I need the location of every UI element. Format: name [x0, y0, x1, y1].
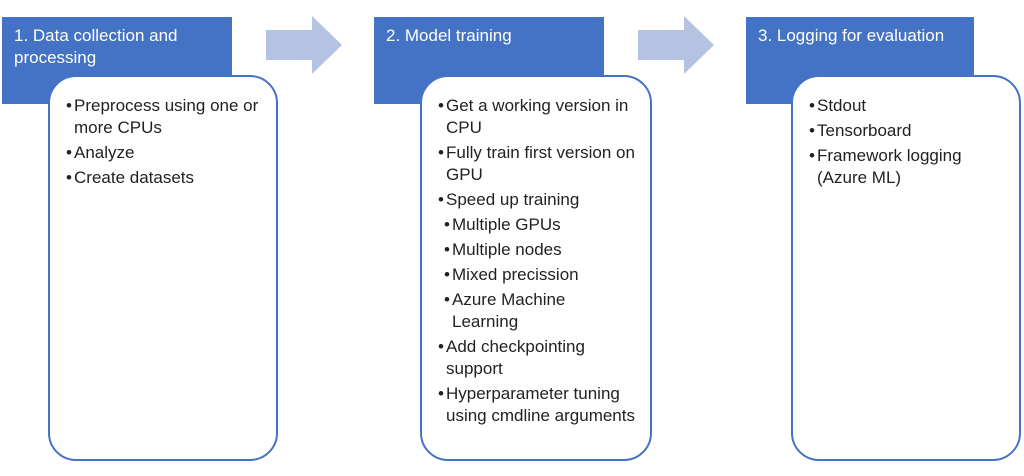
step-2-list: Get a working version in CPUFully train …: [438, 95, 636, 427]
list-item: Speed up training: [438, 189, 636, 211]
step-3-title: 3. Logging for evaluation: [758, 26, 945, 45]
sub-list-item: Mixed precission: [444, 264, 636, 286]
step-1-card: Preprocess using one or more CPUsAnalyze…: [48, 75, 278, 461]
right-arrow-icon: [266, 16, 342, 74]
list-item: Create datasets: [66, 167, 262, 189]
list-item: Stdout: [809, 95, 1005, 117]
step-1-list: Preprocess using one or more CPUsAnalyze…: [66, 95, 262, 189]
list-item: Get a working version in CPU: [438, 95, 636, 139]
list-item: Tensorboard: [809, 120, 1005, 142]
sub-list-item: Multiple GPUs: [444, 214, 636, 236]
list-item: Preprocess using one or more CPUs: [66, 95, 262, 139]
list-item: Hyperparameter tuning using cmdline argu…: [438, 383, 636, 427]
sub-list-item: Multiple nodes: [444, 239, 636, 261]
right-arrow-icon: [638, 16, 714, 74]
step-2-card: Get a working version in CPUFully train …: [420, 75, 652, 461]
list-item: Fully train first version on GPU: [438, 142, 636, 186]
sub-list-item: Azure Machine Learning: [444, 289, 636, 333]
list-item: Framework logging (Azure ML): [809, 145, 1005, 189]
step-3-list: StdoutTensorboardFramework logging (Azur…: [809, 95, 1005, 189]
list-item: Add checkpointing support: [438, 336, 636, 380]
list-item: Analyze: [66, 142, 262, 164]
step-2-title: 2. Model training: [386, 26, 512, 45]
step-3-card: StdoutTensorboardFramework logging (Azur…: [791, 75, 1021, 461]
step-1-title: 1. Data collection and processing: [14, 26, 178, 67]
